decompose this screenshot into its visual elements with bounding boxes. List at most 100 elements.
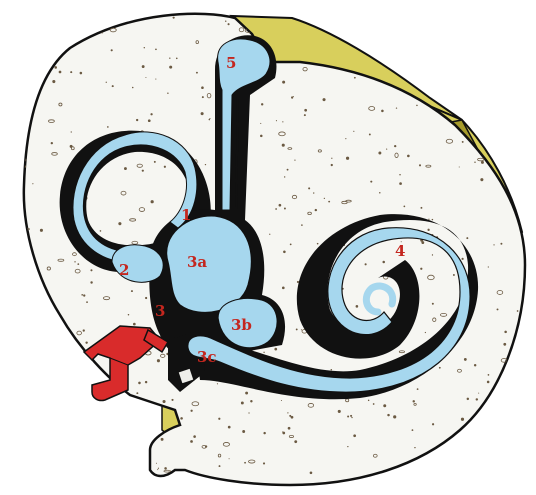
- bone-speckle: [283, 250, 286, 253]
- bone-speckle: [503, 343, 506, 346]
- bone-speckle: [416, 105, 418, 107]
- bone-speckle: [193, 435, 196, 438]
- bone-speckle: [400, 481, 403, 484]
- bone-speckle: [102, 32, 103, 33]
- bone-speckle: [59, 381, 61, 383]
- bone-speckle: [385, 55, 388, 58]
- bone-speckle: [150, 113, 152, 115]
- bone-speckle: [136, 392, 138, 394]
- bone-speckle: [145, 381, 147, 383]
- bone-speckle: [57, 442, 61, 445]
- bone-speckle: [77, 263, 79, 265]
- bone-speckle: [331, 369, 332, 370]
- bone-speckle: [161, 438, 164, 441]
- bone-speckle: [75, 389, 78, 392]
- bone-speckle: [378, 480, 380, 482]
- bone-speckle: [287, 412, 288, 413]
- bone-speckle: [54, 335, 56, 337]
- bone-speckle: [131, 441, 133, 443]
- bone-speckle: [317, 243, 319, 245]
- bone-speckle: [453, 274, 455, 276]
- bone-speckle: [503, 430, 505, 432]
- bone-speckle: [52, 54, 54, 56]
- bone-speckle: [301, 329, 302, 330]
- bone-speckle: [284, 208, 286, 210]
- bone-speckle: [432, 219, 433, 220]
- bone-speckle: [388, 23, 395, 27]
- bone-speckle: [399, 182, 402, 185]
- bone-speckle: [128, 314, 129, 315]
- bone-speckle: [48, 427, 50, 429]
- bone-speckle: [22, 217, 23, 218]
- bone-speckle: [250, 400, 252, 402]
- bone-speckle: [101, 475, 103, 477]
- bone-speckle: [260, 135, 263, 138]
- bone-speckle: [21, 275, 27, 278]
- bone-speckle: [30, 317, 34, 321]
- bone-speckle: [74, 261, 75, 262]
- bone-speckle: [427, 229, 429, 231]
- bone-speckle: [171, 399, 173, 401]
- bone-speckle: [71, 131, 72, 132]
- bone-speckle: [347, 446, 348, 447]
- bone-speckle: [468, 105, 473, 109]
- bone-speckle: [511, 190, 514, 193]
- bone-speckle: [48, 31, 49, 32]
- bone-speckle: [77, 420, 79, 422]
- bone-speckle: [290, 243, 292, 245]
- bone-speckle: [52, 80, 55, 83]
- bone-speckle: [324, 198, 325, 199]
- bone-speckle: [164, 467, 167, 470]
- bone-speckle: [480, 178, 483, 181]
- bone-speckle: [478, 393, 479, 394]
- bone-speckle: [323, 98, 326, 101]
- bone-speckle: [197, 476, 199, 478]
- bone-speckle: [500, 243, 502, 245]
- bone-speckle: [304, 114, 306, 116]
- bone-speckle: [288, 427, 291, 430]
- bone-speckle: [389, 61, 391, 63]
- bone-speckle: [31, 410, 34, 413]
- bone-speckle: [139, 406, 142, 409]
- bone-speckle: [511, 51, 513, 53]
- bone-speckle: [133, 323, 136, 326]
- bone-speckle: [456, 28, 458, 30]
- bone-speckle: [155, 48, 157, 50]
- bone-speckle: [209, 119, 210, 120]
- bone-speckle: [228, 23, 230, 25]
- bone-speckle: [86, 301, 88, 303]
- bone-speckle: [331, 158, 332, 159]
- bone-speckle: [413, 400, 415, 402]
- bone-speckle: [488, 266, 489, 267]
- bone-speckle: [509, 129, 513, 133]
- bone-speckle: [387, 27, 388, 28]
- bone-speckle: [95, 453, 101, 455]
- bone-speckle: [378, 152, 381, 155]
- bone-speckle: [69, 474, 74, 479]
- bone-speckle: [396, 107, 397, 108]
- bone-speckle: [274, 348, 277, 351]
- bone-speckle: [394, 145, 396, 147]
- bone-speckle: [282, 287, 285, 290]
- bone-speckle: [145, 77, 146, 78]
- bone-speckle: [432, 423, 434, 425]
- bone-speckle: [70, 14, 76, 17]
- bone-speckle: [421, 241, 424, 244]
- bone-speckle: [279, 204, 282, 207]
- bone-speckle: [310, 471, 313, 474]
- bone-speckle: [90, 269, 92, 271]
- bone-speckle: [42, 420, 44, 422]
- bone-speckle: [353, 434, 356, 437]
- bone-speckle: [301, 224, 303, 226]
- bone-speckle: [59, 71, 62, 74]
- bone-speckle: [511, 17, 513, 19]
- bone-speckle: [387, 414, 389, 416]
- bone-speckle: [25, 465, 27, 467]
- bone-speckle: [315, 209, 317, 211]
- bone-speckle: [167, 93, 168, 94]
- bone-speckle: [338, 36, 339, 37]
- bone-speckle: [328, 201, 330, 203]
- bone-speckle: [90, 281, 92, 283]
- bone-speckle: [228, 426, 231, 429]
